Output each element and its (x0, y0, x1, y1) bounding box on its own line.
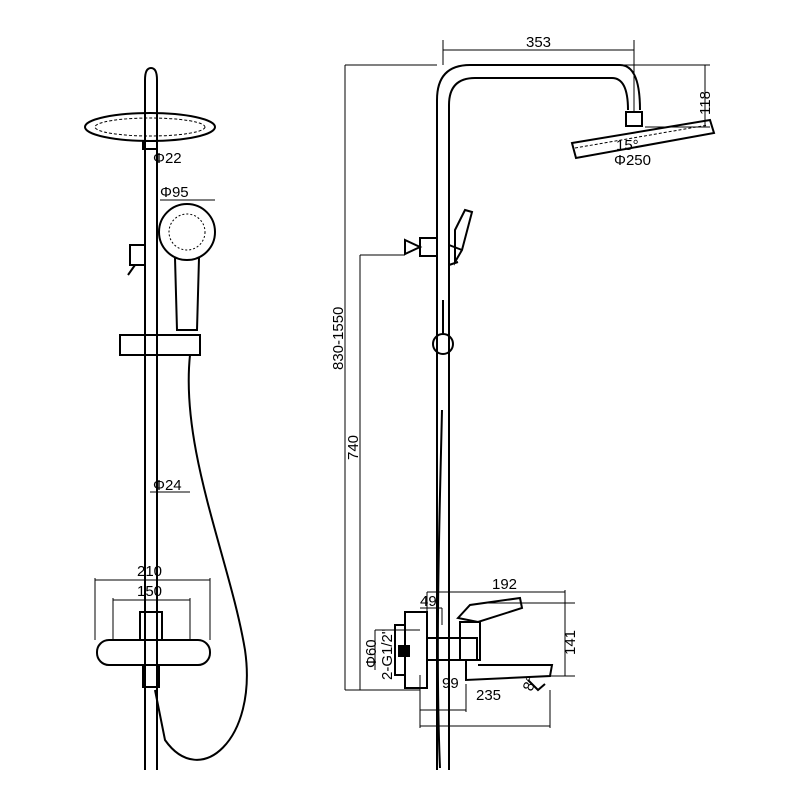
side-view: 353 118 15° Φ250 830-1550 740 192 49 141… (330, 34, 716, 770)
head-swivel (625, 111, 643, 127)
rain-head-side (570, 118, 716, 160)
slide-bracket (119, 334, 201, 356)
rain-head-nozzles (94, 117, 206, 137)
mixer-dimension-lines (94, 578, 211, 640)
label-head-tilt: 15° (616, 137, 639, 154)
label-inlet-offset: 49 (420, 593, 437, 610)
cartridge-housing (459, 621, 481, 661)
mixer-body (96, 639, 211, 666)
diverter-knob-side (404, 238, 423, 256)
diverter-knob (127, 244, 145, 276)
label-spout-offset: 99 (442, 675, 459, 692)
label-escutcheon-diameter: Φ60 (363, 639, 380, 668)
label-head-pipe-diameter: Φ22 (153, 150, 182, 167)
hand-shower-face (158, 203, 216, 261)
diverter-side (419, 237, 438, 257)
mixer-body-side (426, 637, 478, 661)
dimension-lines (344, 40, 710, 728)
label-riser-diameter: Φ24 (153, 477, 182, 494)
riser-and-arm (436, 64, 641, 770)
hand-shower-nozzles (168, 213, 206, 251)
lever-handle (456, 596, 524, 624)
hand-shower-handle (174, 257, 200, 331)
label-head-height: 118 (697, 91, 714, 115)
inlet-nut (398, 645, 410, 657)
spout (465, 660, 554, 682)
hose-side (436, 409, 443, 769)
label-mixer-depth: 192 (492, 576, 517, 593)
hose (154, 354, 248, 761)
mixer-top-connector (139, 611, 163, 641)
front-view: Φ22 Φ95 Φ24 210 150 (84, 66, 248, 770)
label-mixer-outer-width: 210 (137, 563, 162, 580)
label-spout-angle: 8° (520, 674, 541, 693)
hand-shower-holder (448, 244, 463, 266)
label-spout-reach: 235 (476, 687, 501, 704)
label-mixer-to-bracket: 740 (345, 435, 362, 460)
label-inlet-thread: 2-G1/2" (379, 629, 396, 680)
head-connector (142, 140, 158, 150)
label-arm-reach: 353 (526, 34, 551, 51)
label-mixer-height: 141 (562, 630, 579, 655)
rain-head (84, 112, 216, 142)
label-head-diameter: Φ250 (614, 152, 651, 169)
spout-aerator (527, 679, 546, 692)
label-height-range: 830-1550 (330, 307, 347, 370)
riser-pipe (144, 66, 158, 770)
label-mixer-center-width: 150 (137, 583, 162, 600)
hand-shower-side (454, 208, 474, 266)
label-hand-shower-diameter: Φ95 (160, 184, 189, 201)
mixer-bottom-outlet (142, 664, 160, 688)
